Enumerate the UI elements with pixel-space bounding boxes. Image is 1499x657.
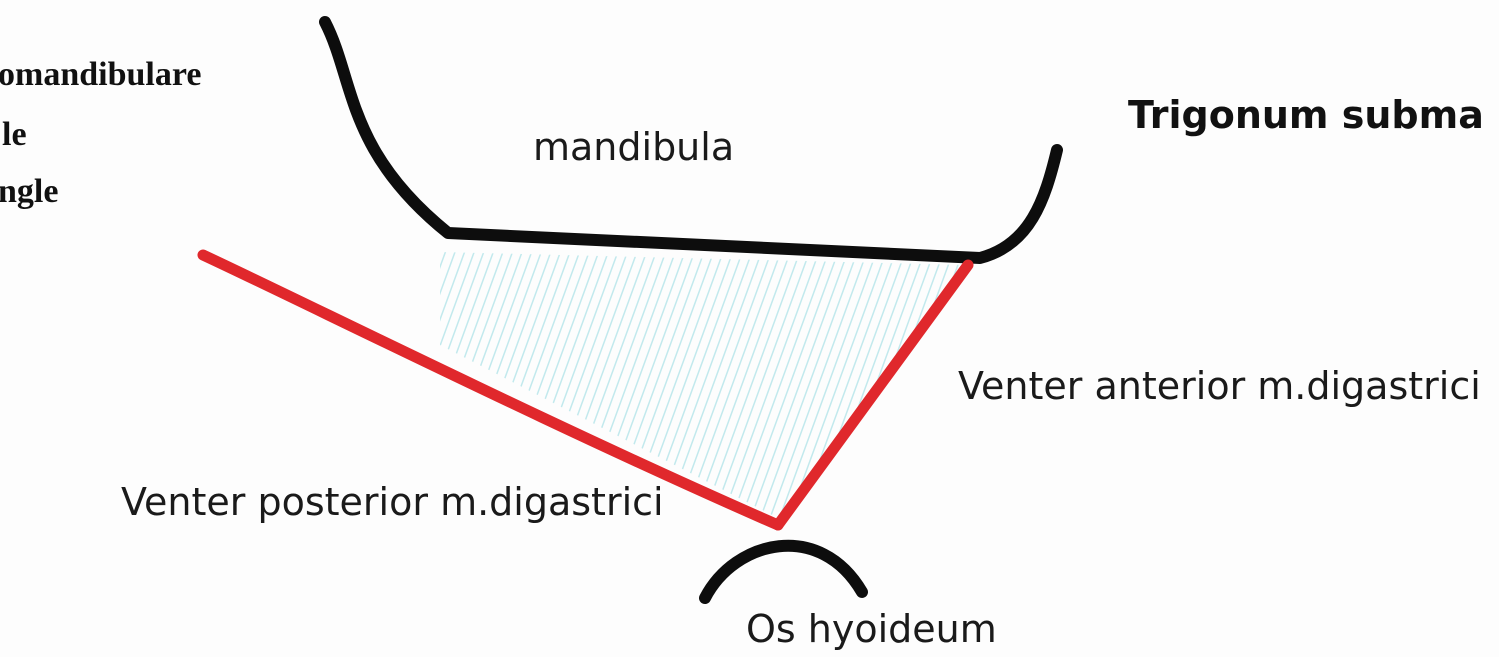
hyoid-label: Os hyoideum [746, 607, 997, 651]
left-title-line-2: le [2, 116, 27, 153]
posterior-belly-label: Venter posterior m.digastrici [121, 480, 664, 524]
anterior-belly-label: Venter anterior m.digastrici [958, 364, 1481, 408]
anterior-belly-line [772, 259, 974, 531]
mandible-outline [319, 16, 1063, 264]
left-title-line-3: ngle [0, 173, 59, 210]
posterior-belly-line [197, 249, 784, 531]
mandible-label: mandibula [533, 125, 735, 169]
right-title: Trigonum subma [1128, 93, 1484, 137]
hyoid-outline [699, 539, 868, 604]
left-title-line-1: omandibulare [0, 56, 202, 93]
submandibular-triangle-fill [440, 252, 965, 520]
